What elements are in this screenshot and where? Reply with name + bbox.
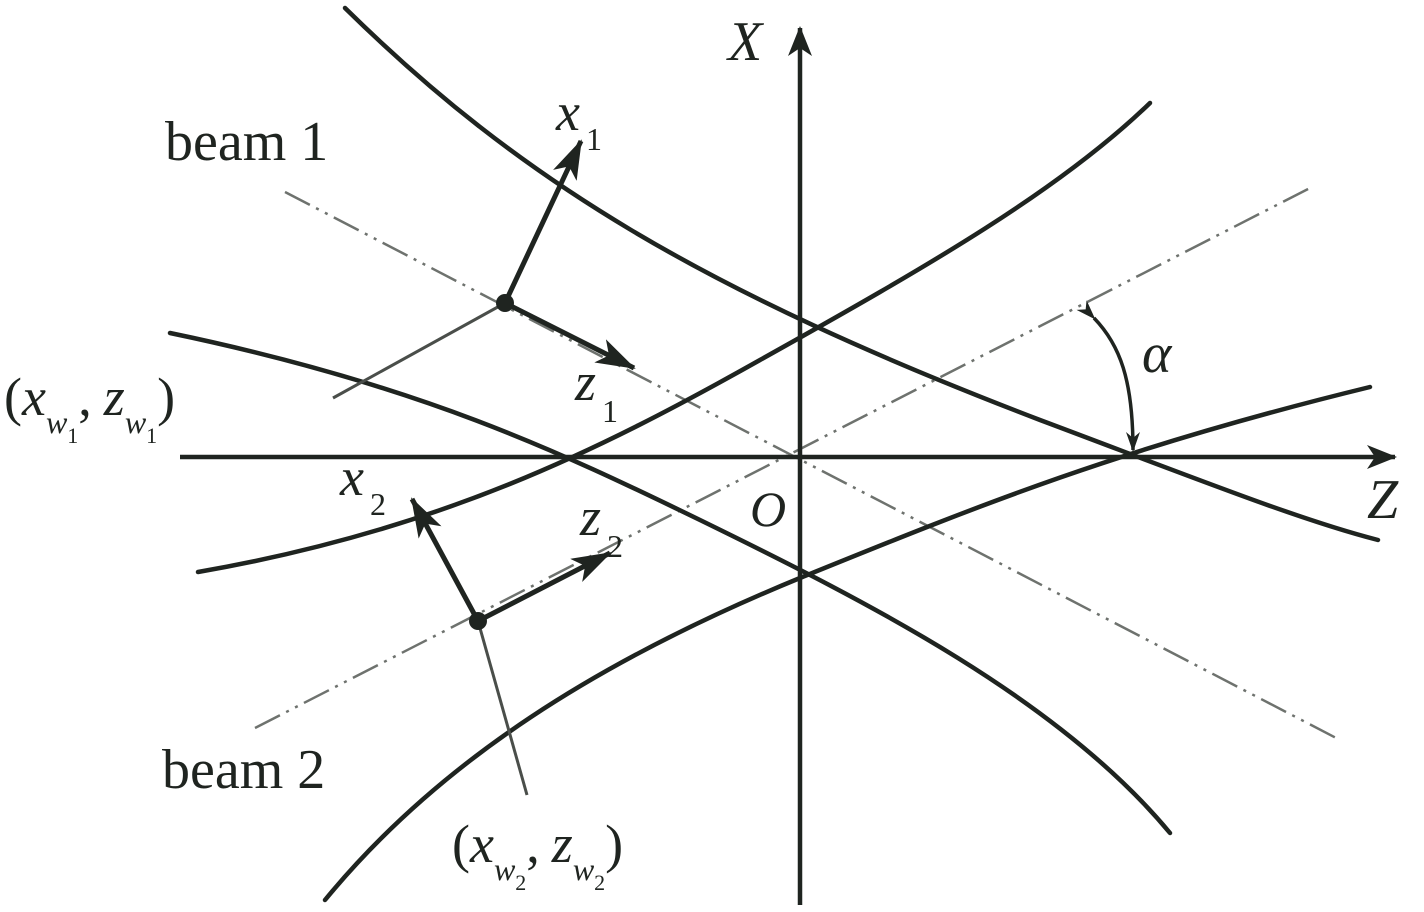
beam1-envelope-upper [342,5,1381,543]
beam1-local-z-arrow [503,300,636,371]
x-axis-label: X [726,11,765,73]
beam2-local-z-arrow [476,550,612,624]
beam2-envelope-upper [195,100,1153,575]
beam1-envelope-lower [167,330,1173,836]
angle-alpha-arc [1076,300,1140,452]
beam2-waist-point [469,612,487,630]
origin-label: O [750,481,786,537]
beam2-waist-leader [476,620,529,796]
beam2-local-x-arrow [409,497,481,623]
beam2-label: beam 2 [162,739,325,801]
beam1-waist-leader [332,301,506,400]
beam1-label: beam 1 [165,111,328,173]
beam1-local-x-arrow [502,139,584,305]
angle-alpha-label: α [1142,323,1173,385]
beam1-waist-point [496,294,514,312]
beam1-waist-label: (xw1,zw1) [4,367,175,448]
beam1-propagation-axis [284,190,1341,742]
z-axis-label: Z [1367,469,1399,531]
beam2-waist-label: (xw2,zw2) [452,814,623,895]
